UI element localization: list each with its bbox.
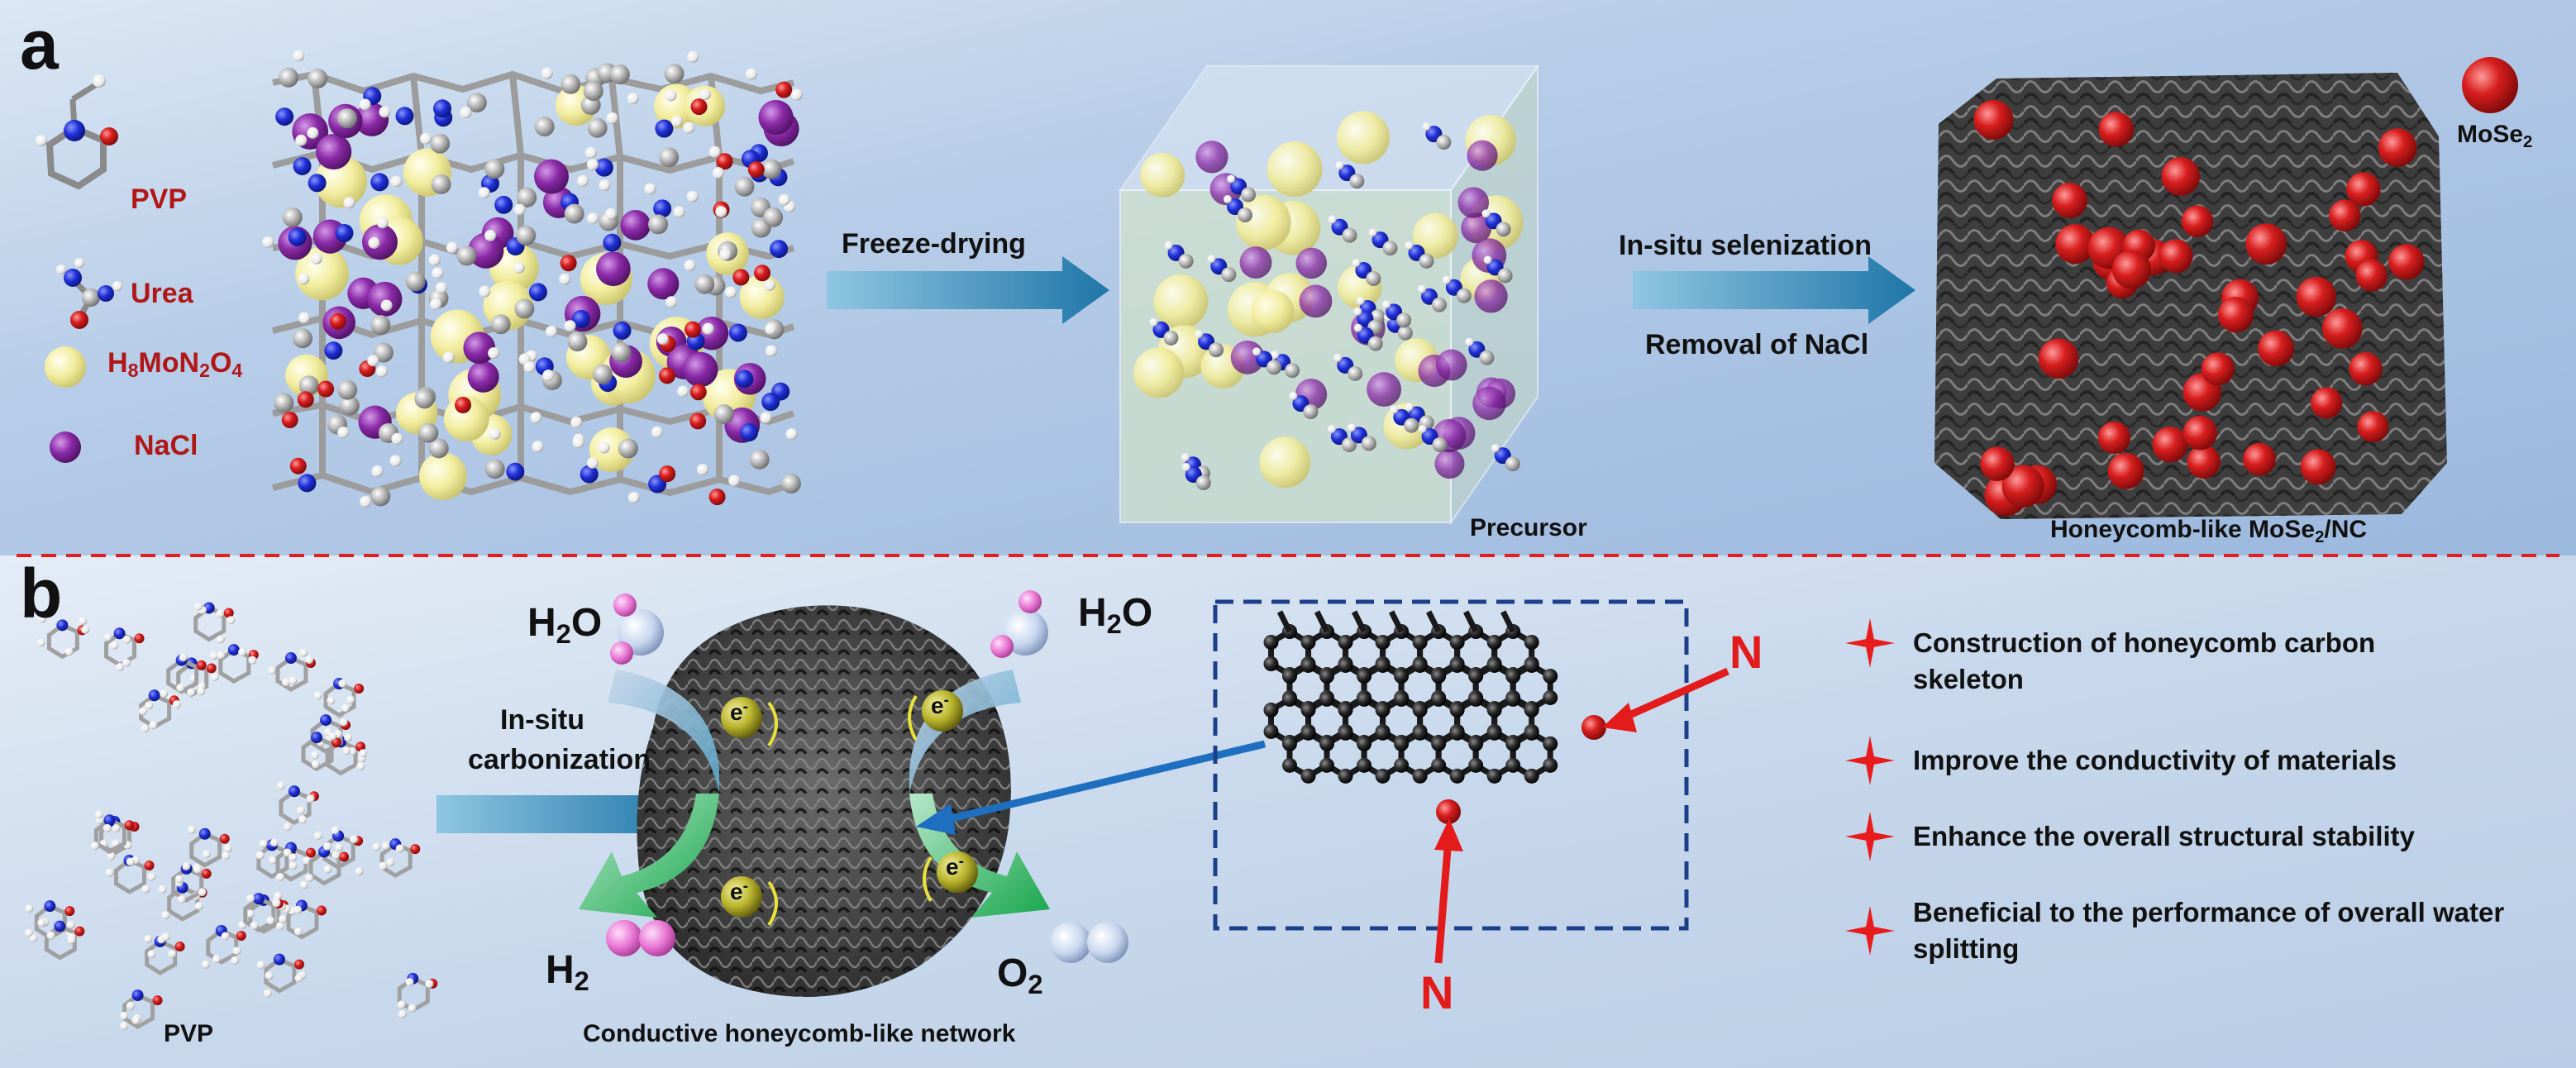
legend-salt-icon [45,346,86,388]
legend-nacl-icon [50,431,81,463]
network-caption: Conductive honeycomb-like network [583,1020,1016,1047]
feature-item-4: Beneficial to the performance of overall… [1913,897,2505,964]
legend-pvp-label: PVP [131,184,188,215]
nacl-removal-label: Removal of NaCl [1645,329,1869,360]
h2o-molecule-left [610,594,664,665]
n-doped-lattice-box [1213,599,1689,931]
electron-label-4: e- [946,852,964,880]
n-pointer-arrow-lower [1434,818,1463,964]
legend-urea-icon [56,258,122,329]
product-caption: Honeycomb-like MoSe2/NC [2050,516,2368,546]
h2o-right-label: H2O [1078,591,1153,640]
precursor-cube [1119,63,1539,526]
electron-marker-1 [721,697,778,747]
pvp-caption: PVP [164,1020,214,1047]
h2o-molecule-right [990,590,1048,658]
feature-star-icon-1 [1845,618,1895,668]
h2o-left-label: H2O [527,601,603,650]
h2-molecule [606,920,675,956]
water-flow-left [608,670,719,794]
feature-star-icon-4 [1845,906,1895,956]
n-label-upper: N [1729,626,1763,678]
precursor-caption: Precursor [1470,514,1587,541]
electron-marker-2 [908,690,963,741]
legend-pvp-icon [36,74,118,190]
electron-label-2: e- [931,691,949,718]
feature-star-icon-2 [1845,736,1895,785]
electron-marker-3 [721,876,778,927]
selenization-arrow [1633,256,1915,324]
electron-marker-4 [923,851,978,903]
carbonization-label-line1: In-situ [500,704,584,736]
carbonization-arrow [436,780,693,848]
legend-salt-label: H8MoN2O4 [107,347,243,382]
zoom-pointer-arrow [916,740,1267,835]
electron-label-3: e- [730,877,748,904]
selenization-label: In-situ selenization [1619,230,1872,261]
freeze-drying-label: Freeze-drying [842,228,1026,260]
mose2-legend-label: MoSe2 [2457,121,2533,151]
o2-flow-arrow [909,794,1050,918]
precursor-mixture [262,50,803,508]
n-label-lower: N [1420,966,1454,1018]
h2-flow-arrow [579,794,719,918]
mose2-nc-honeycomb [1934,73,2447,519]
feature-item-1: Construction of honeycomb carbon skeleto… [1913,627,2376,694]
water-flow-right [909,670,1021,794]
o2-label: O2 [997,951,1043,1000]
feature-star-icon-3 [1845,812,1895,861]
electron-label-1: e- [730,698,748,725]
legend-urea-label: Urea [131,278,193,309]
n-doped-carbon-lattice [1263,610,1606,824]
panel-a-letter: a [20,6,59,83]
pvp-polymer-cloud [24,602,438,1030]
carbonization-label-line2: carbonization [468,744,651,775]
feature-item-2: Improve the conductivity of materials [1913,745,2397,775]
h2-label: H2 [546,948,589,997]
feature-item-3: Enhance the overall structural stability [1913,821,2416,851]
mose2-legend-sphere [2462,57,2518,113]
legend-nacl-label: NaCl [134,430,198,461]
panel-b-letter: b [20,555,63,632]
freeze-drying-arrow [827,256,1109,324]
o2-molecule [1050,922,1128,963]
n-pointer-arrow-upper [1602,667,1729,732]
